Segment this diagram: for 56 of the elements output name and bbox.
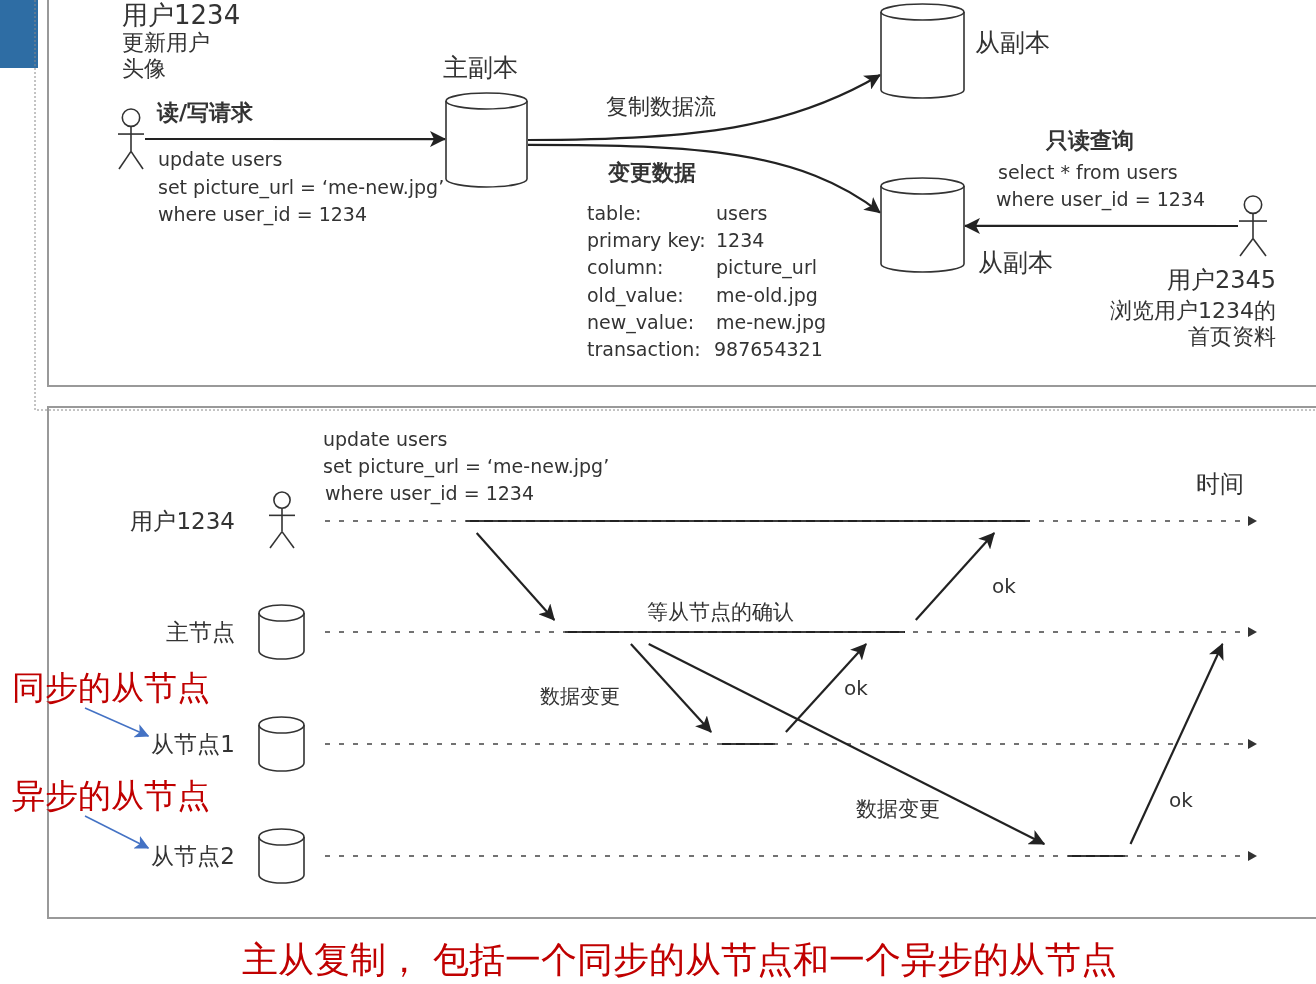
code-text: where user_id = 1234 [996, 188, 1206, 211]
table-text: old_value: [587, 284, 684, 307]
code-text: where user_id = 1234 [325, 482, 535, 505]
cylinder-label: 主副本 [443, 53, 518, 83]
code-text: update users [158, 148, 283, 171]
caption: 主从复制， 包括一个同步的从节点和一个异步的从节点 [242, 938, 1118, 982]
leader-arrow [84, 707, 150, 738]
person-caption: 用户2345 [1165, 266, 1276, 295]
arrow [475, 532, 556, 621]
table-text: 987654321 [714, 338, 823, 361]
cylinder-label: 从副本 [975, 28, 1050, 58]
code-text: where user_id = 1234 [158, 203, 368, 226]
annotation-text: 同步的从节点 [12, 668, 210, 708]
person-icon [1238, 195, 1268, 257]
table-text: me-old.jpg [716, 284, 818, 307]
table-text: primary key: [587, 229, 706, 252]
arrow [785, 643, 867, 733]
table-text: column: [587, 256, 664, 279]
edge-label: 数据变更 [538, 684, 622, 708]
table-text: 1234 [716, 229, 765, 252]
code-text: update users [323, 428, 448, 451]
person-icon [117, 108, 145, 170]
arrow [630, 643, 712, 733]
table-text: picture_url [716, 256, 817, 279]
database-cylinder [880, 3, 965, 99]
arrow [528, 143, 881, 214]
person-caption: 浏览用户1234的首页资料 [1109, 298, 1276, 351]
code-text: select * from users [998, 161, 1178, 184]
table-text: me-new.jpg [716, 311, 827, 334]
arrow [1129, 643, 1224, 845]
person-caption: 更新用户头像 [122, 30, 211, 83]
table-text: new_value: [587, 311, 695, 334]
arrow [915, 532, 995, 621]
cylinder-label: 从副本 [978, 248, 1053, 278]
code-text: set picture_url = ‘me-new.jpg’ [323, 455, 610, 478]
code-text: set picture_url = ‘me-new.jpg’ [158, 176, 445, 199]
lane-label: 从节点1 [150, 732, 235, 756]
segment-label: 等从节点的确认 [645, 600, 796, 626]
edge-label: 变更数据 [606, 160, 698, 187]
person-caption: 用户1234 [122, 0, 241, 31]
arrow [145, 131, 446, 148]
table-text: transaction: [587, 338, 701, 361]
table-text: table: [587, 202, 642, 225]
arrow [648, 643, 1046, 845]
leader-arrow [84, 815, 150, 849]
lane-label: 从节点2 [150, 844, 235, 868]
lane-label: 用户1234 [129, 509, 235, 533]
arrow [528, 74, 881, 142]
annotation-text: 异步的从节点 [12, 776, 210, 816]
edge-label: 只读查询 [1044, 128, 1136, 155]
table-text: users [716, 202, 768, 225]
database-cylinder [445, 92, 528, 188]
edge-label: 读/写请求 [155, 100, 256, 127]
database-cylinder [880, 177, 965, 273]
arrow [964, 217, 1238, 234]
lane-label: 主节点 [165, 620, 235, 644]
